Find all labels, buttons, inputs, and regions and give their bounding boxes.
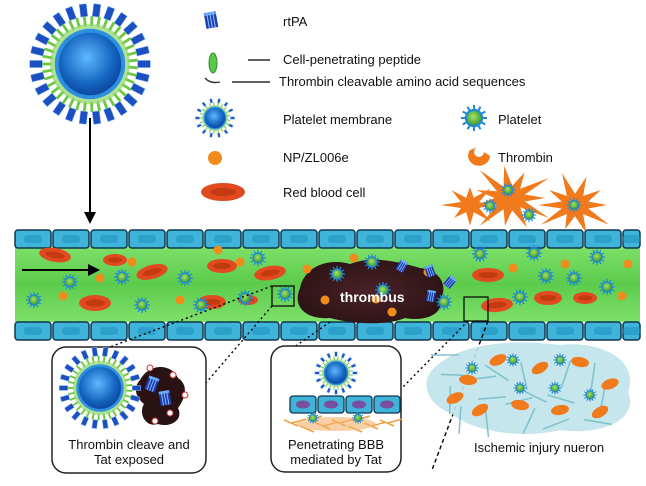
legend-label-platelet-membrane: Platelet membrane xyxy=(283,112,392,127)
thrombus-label: thrombus xyxy=(340,289,405,305)
legend-cpp-icon xyxy=(209,53,217,73)
endothelial-cell xyxy=(205,230,241,248)
vessel-wall-bottom xyxy=(15,322,641,340)
endothelial-cell xyxy=(15,230,51,248)
endothelial-cell xyxy=(91,322,127,340)
endothelial-cell xyxy=(623,230,641,248)
astrocyte-cluster-top xyxy=(441,166,609,233)
neuron-field xyxy=(426,343,630,434)
platelet-membrane-nanoparticle xyxy=(195,99,234,138)
endothelial-cell xyxy=(167,322,203,340)
cleaved-peptide-dot xyxy=(147,365,153,371)
inset-mid-caption: Penetrating BBB mediated by Tat xyxy=(276,437,396,467)
endothelial-cell xyxy=(319,322,355,340)
red-blood-cell xyxy=(79,295,111,311)
endothelial-cell xyxy=(623,322,641,340)
red-blood-cell xyxy=(534,291,562,305)
endothelial-cell xyxy=(319,230,355,248)
red-blood-cell xyxy=(573,292,597,304)
endothelial-cell xyxy=(53,322,89,340)
large-nanoparticle xyxy=(30,4,151,125)
endothelial-cell xyxy=(509,230,545,248)
np-zl006e-particle xyxy=(624,260,633,269)
np-zl006e-particle xyxy=(303,265,312,274)
endothelial-cell xyxy=(585,322,621,340)
np-zl006e-particle xyxy=(509,264,518,273)
vessel-wall-top xyxy=(15,230,641,248)
large-nanoparticle-body xyxy=(30,4,151,125)
endothelial-cell xyxy=(471,230,507,248)
neuron-label: Ischemic injury nueron xyxy=(474,440,604,455)
np-zl006e-particle xyxy=(59,292,68,301)
legend-label-linker: Thrombin cleavable amino acid sequences xyxy=(279,74,525,89)
endothelial-cell xyxy=(547,230,583,248)
legend-label-np: NP/ZL006e xyxy=(283,150,349,165)
np-zl006e-particle xyxy=(214,246,223,255)
red-blood-cell xyxy=(103,254,127,266)
endothelial-cell xyxy=(167,230,203,248)
np-zl006e-particle xyxy=(388,308,397,317)
red-blood-cell xyxy=(207,259,237,273)
cleaved-peptide-dot xyxy=(170,372,176,378)
np-zl006e-particle xyxy=(128,258,137,267)
ischemic-neuron-cluster xyxy=(426,343,630,437)
endothelial-cell xyxy=(243,230,279,248)
np-zl006e-particle xyxy=(350,254,359,263)
endothelial-cell xyxy=(357,230,393,248)
legend-label-rbc: Red blood cell xyxy=(283,185,365,200)
legend-label-cpp: Cell-penetrating peptide xyxy=(283,52,421,67)
np-zl006e-particle xyxy=(321,296,330,305)
legend-label-rtpa: rtPA xyxy=(283,14,307,29)
legend-np-icon xyxy=(208,151,222,165)
inset-left-caption: Thrombin cleave and Tat exposed xyxy=(60,437,198,467)
np-zl006e-particle xyxy=(176,296,185,305)
endothelial-cell xyxy=(509,322,545,340)
endothelial-cell xyxy=(129,230,165,248)
legend-rbc-icon xyxy=(201,183,245,201)
endothelial-cell xyxy=(357,322,393,340)
endothelial-cell xyxy=(547,322,583,340)
red-blood-cell xyxy=(472,268,504,282)
endothelial-cell xyxy=(471,322,507,340)
endothelial-cell xyxy=(433,230,469,248)
legend-label-platelet: Platelet xyxy=(498,112,541,127)
endothelial-cell xyxy=(395,322,431,340)
cleaved-peptide-dot xyxy=(182,392,188,398)
np-zl006e-particle xyxy=(236,258,245,267)
endothelial-cell xyxy=(243,322,279,340)
endothelial-cell xyxy=(91,230,127,248)
legend-thrombin-icon xyxy=(468,147,490,166)
np-zl006e-particle xyxy=(96,274,105,283)
down-arrowhead xyxy=(84,212,96,224)
legend-platelet-membrane-icon xyxy=(195,99,234,138)
endothelial-cell xyxy=(585,230,621,248)
cleaved-peptide-dot xyxy=(167,410,173,416)
legend-platelet-icon xyxy=(461,105,487,131)
endothelial-cell xyxy=(53,230,89,248)
cleaved-peptide-dot xyxy=(152,418,158,424)
endothelial-cell xyxy=(281,230,317,248)
np-zl006e-particle xyxy=(561,260,570,269)
endothelial-cell xyxy=(395,230,431,248)
legend-rtpa-icon xyxy=(204,11,219,29)
endothelial-cell xyxy=(281,322,317,340)
endothelial-cell xyxy=(15,322,51,340)
legend-label-thrombin: Thrombin xyxy=(498,150,553,165)
np-zl006e-particle xyxy=(618,292,627,301)
platelet-legend xyxy=(461,105,487,131)
endothelial-cell xyxy=(205,322,241,340)
